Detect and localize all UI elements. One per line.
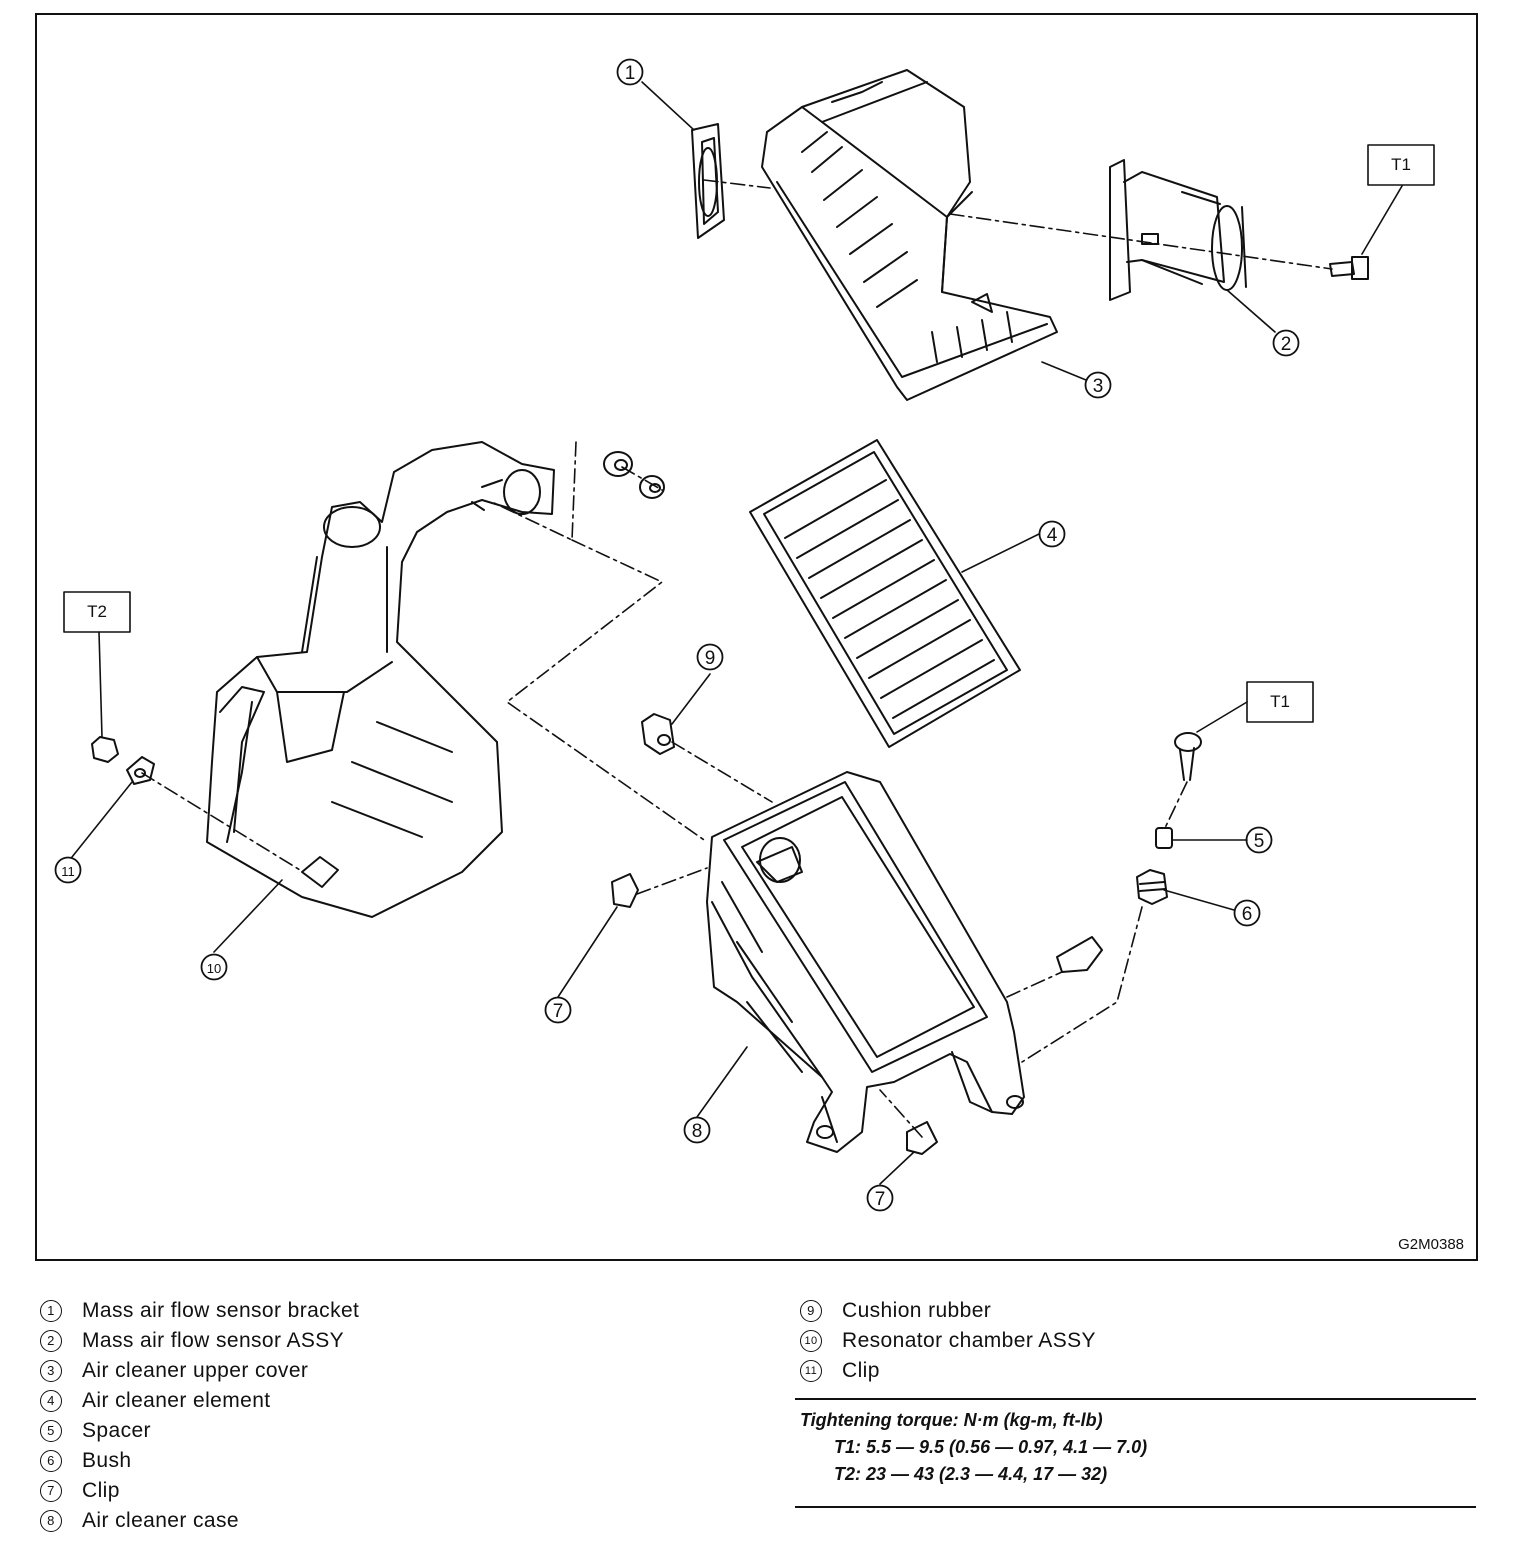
legend-item-3: 3 Air cleaner upper cover [40, 1356, 560, 1386]
legend-label: Clip [842, 1359, 880, 1382]
legend-item-1: 1 Mass air flow sensor bracket [40, 1296, 560, 1326]
t1-bolt-top-drawing [1329, 256, 1369, 280]
legend-item-5: 5 Spacer [40, 1416, 560, 1446]
legend-number: 7 [40, 1480, 62, 1502]
legend-number: 3 [40, 1360, 62, 1382]
svg-text:3: 3 [1093, 376, 1104, 397]
legend-label: Air cleaner element [82, 1389, 271, 1412]
divider [795, 1398, 1476, 1400]
svg-text:9: 9 [705, 648, 716, 669]
legend-number: 10 [800, 1330, 822, 1352]
legend-label: Spacer [82, 1419, 151, 1442]
callout-3: 3 [1084, 371, 1112, 399]
assembly-lines [141, 179, 1333, 1138]
svg-text:2: 2 [1281, 334, 1292, 355]
svg-text:6: 6 [1242, 904, 1253, 925]
air-cleaner-element-drawing [749, 439, 1021, 748]
air-cleaner-case-drawing [706, 771, 1025, 1153]
legend-item-11: 11 Clip [800, 1356, 1476, 1386]
clip-7-bottom-drawing [906, 1121, 938, 1155]
svg-text:4: 4 [1047, 525, 1058, 546]
legend-left: 1 Mass air flow sensor bracket 2 Mass air … [40, 1296, 560, 1536]
legend-label: Cushion rubber [842, 1299, 992, 1322]
callout-1: 1 [616, 58, 644, 86]
callout-11: 11 [54, 856, 82, 884]
leader-lines [71, 81, 1403, 1185]
svg-text:7: 7 [875, 1189, 886, 1210]
torque-t2: T2: 23 — 43 (2.3 — 4.4, 17 — 32) [834, 1464, 1108, 1484]
legend-item-4: 4 Air cleaner element [40, 1386, 560, 1416]
legend-number: 2 [40, 1330, 62, 1352]
torque-spec: Tightening torque: N·m (kg-m, ft-lb) T1:… [800, 1400, 1476, 1488]
spacer-drawing [1155, 827, 1173, 849]
callout-7-bottom: 7 [866, 1184, 894, 1212]
clip-right-drawing [1056, 936, 1103, 973]
legend-item-7: 7 Clip [40, 1476, 560, 1506]
t2-nut-drawing [91, 736, 119, 763]
diagram-drawing: T1 T1 T2 1 2 3 4 5 6 7 7 8 9 [54, 58, 1435, 1212]
legend-label: Resonator chamber ASSY [842, 1329, 1096, 1352]
legend-number: 6 [40, 1450, 62, 1472]
cushion-rubber-drawing [641, 713, 675, 755]
callout-5: 5 [1245, 826, 1273, 854]
torque-t1: T1: 5.5 — 9.5 (0.56 — 0.97, 4.1 — 7.0) [834, 1437, 1148, 1457]
svg-text:5: 5 [1254, 831, 1265, 852]
callout-4: 4 [1038, 520, 1066, 548]
callout-10: 10 [200, 953, 228, 981]
callout-7-left: 7 [544, 996, 572, 1024]
callout-6: 6 [1233, 899, 1261, 927]
legend-item-2: 2 Mass air flow sensor ASSY [40, 1326, 560, 1356]
svg-text:10: 10 [207, 961, 221, 976]
legend-right: 9 Cushion rubber 10 Resonator chamber ASSY… [795, 1296, 1476, 1508]
legend-item-10: 10 Resonator chamber ASSY [800, 1326, 1476, 1356]
upper-cover-drawing [761, 69, 1058, 401]
maf-sensor-drawing [1109, 159, 1247, 301]
legend-label: Bush [82, 1449, 132, 1472]
figure-code: G2M0388 [1398, 1236, 1464, 1253]
t1-right-box [1246, 681, 1314, 723]
legend-number: 11 [800, 1360, 822, 1382]
legend-number: 5 [40, 1420, 62, 1442]
clip-7-left-drawing [611, 873, 639, 908]
t2-tag: T2 [87, 602, 107, 621]
t1-top-box [1367, 144, 1435, 186]
callout-9: 9 [696, 643, 724, 671]
legend-number: 4 [40, 1390, 62, 1412]
svg-text:11: 11 [61, 864, 75, 879]
callout-8: 8 [683, 1116, 711, 1144]
svg-text:7: 7 [553, 1001, 564, 1022]
legend-label: Mass air flow sensor bracket [82, 1299, 360, 1322]
legend-item-9: 9 Cushion rubber [800, 1296, 1476, 1326]
legend-label: Mass air flow sensor ASSY [82, 1329, 345, 1352]
svg-text:8: 8 [692, 1121, 703, 1142]
legend-item-6: 6 Bush [40, 1446, 560, 1476]
svg-text:1: 1 [625, 63, 636, 84]
legend-label: Air cleaner upper cover [82, 1359, 309, 1382]
t1-right-tag: T1 [1270, 692, 1290, 711]
exploded-diagram: T1 T1 T2 1 2 3 4 5 6 7 7 8 9 [35, 13, 1478, 1261]
bush-drawing [1136, 869, 1168, 905]
legend-number: 9 [800, 1300, 822, 1322]
legend-number: 1 [40, 1300, 62, 1322]
t2-box [63, 591, 131, 633]
legend-item-8: 8 Air cleaner case [40, 1506, 560, 1536]
legend-label: Clip [82, 1479, 120, 1502]
legend-label: Air cleaner case [82, 1509, 239, 1532]
clip-11-drawing [126, 756, 155, 785]
t1-top-tag: T1 [1391, 155, 1411, 174]
torque-title: Tightening torque: N·m (kg-m, ft-lb) [800, 1410, 1103, 1430]
divider [795, 1506, 1476, 1508]
legend-number: 8 [40, 1510, 62, 1532]
t1-bolt-right-drawing [1174, 732, 1202, 781]
callout-2: 2 [1272, 329, 1300, 357]
grommets-drawing [603, 451, 665, 499]
